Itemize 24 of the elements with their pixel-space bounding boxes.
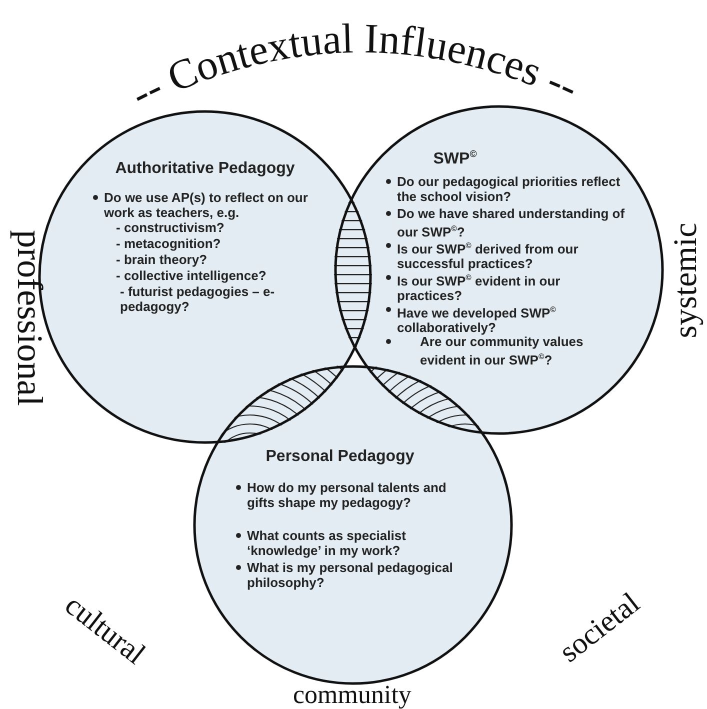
context-label: professional bbox=[12, 230, 48, 406]
circle-heading: Authoritative Pedagogy bbox=[114, 160, 296, 178]
circle-heading: Personal Pedagogy bbox=[264, 448, 416, 466]
circle-heading: SWP$^{©}$ bbox=[432, 148, 478, 168]
question-text: Do we have shared understanding of our SWP$^{©}$? bbox=[397, 206, 625, 240]
question-text: What is my personal pedagogical philosophy? bbox=[247, 560, 454, 590]
question-text: What counts as specialist ‘knowledge’ in my work? bbox=[247, 528, 407, 558]
sub-item-text: - constructivism? bbox=[116, 220, 226, 235]
context-label: systemic bbox=[670, 222, 703, 338]
curved-title: -- Contextual Influences -- bbox=[124, 16, 586, 118]
question-text: Do our pedagogical priorities reflect the school vision? bbox=[397, 174, 622, 204]
sub-item-text: - metacognition? bbox=[116, 236, 222, 251]
question-text: How do my personal talents and gifts shape my pedagogy? bbox=[247, 480, 448, 510]
sub-item-text: - brain theory? bbox=[116, 252, 208, 267]
question-text: Have we developed SWP$^{©}$ collaboratively? bbox=[397, 304, 557, 336]
sub-item-text: - futurist pedagogies – e-pedagogy? bbox=[120, 284, 276, 314]
context-label: community bbox=[293, 682, 412, 708]
question-text: Do we use AP(s) to reflect on our work as teachers, e.g. bbox=[104, 190, 309, 220]
venn-circle bbox=[334, 105, 664, 435]
question-text: Are our community values evident in our SWP$^{©}$? bbox=[420, 334, 584, 368]
question-text: Is our SWP$^{©}$ derived from our successful practices? bbox=[397, 240, 580, 272]
sub-item-text: - collective intelligence? bbox=[116, 268, 268, 283]
venn-circle bbox=[193, 365, 513, 685]
question-text: Is our SWP$^{©}$ evident in our practices? bbox=[397, 272, 562, 304]
